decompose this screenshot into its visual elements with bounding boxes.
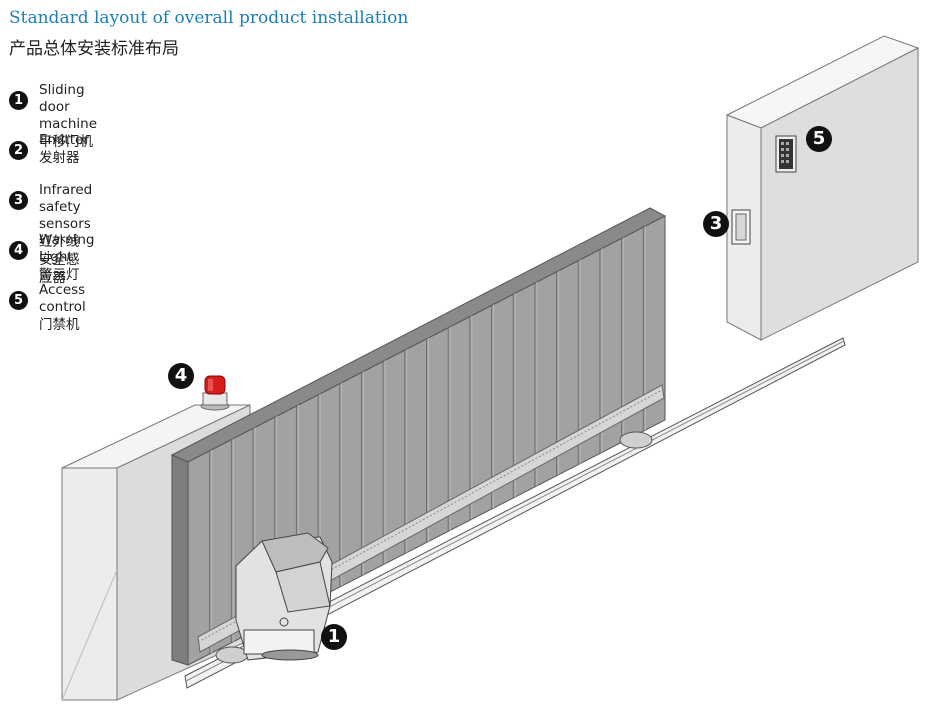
legend-label-zh: 平移门机 [39,134,93,150]
legend-label-en: Infrared safety sensors [39,182,93,232]
callout-infrared-sensor: 3 [703,211,729,237]
access-control-column [725,35,920,341]
callout-warning-light: 4 [168,363,194,389]
keypad [775,135,797,173]
legend-badge: 3 [9,191,28,210]
legend-badge: 5 [9,291,28,310]
legend-label-en: Access control [39,282,86,315]
legend-label-zh: 发射器 [39,150,80,166]
diagram-title-en: Standard layout of overall product insta… [9,8,409,28]
legend-badge: 1 [9,91,28,110]
diagram-title-zh: 产品总体安装标准布局 [9,39,179,59]
legend-label-en: Sliding door machine [39,82,98,132]
infrared-sensor [731,209,751,245]
sliding-door-motor [235,532,333,661]
legend-label-en: Emitter [39,132,89,148]
warning-light [200,375,230,411]
legend-badge: 4 [9,241,28,260]
legend-badge: 2 [9,141,28,160]
legend-label-en: Warning Light [39,232,95,265]
legend-label-zh: 警示灯 [39,267,80,283]
callout-motor: 1 [321,624,347,650]
legend-label-zh: 门禁机 [39,317,80,333]
callout-access-control: 5 [806,126,832,152]
legend-label-zh: 红外线安全感应器 [39,234,80,286]
